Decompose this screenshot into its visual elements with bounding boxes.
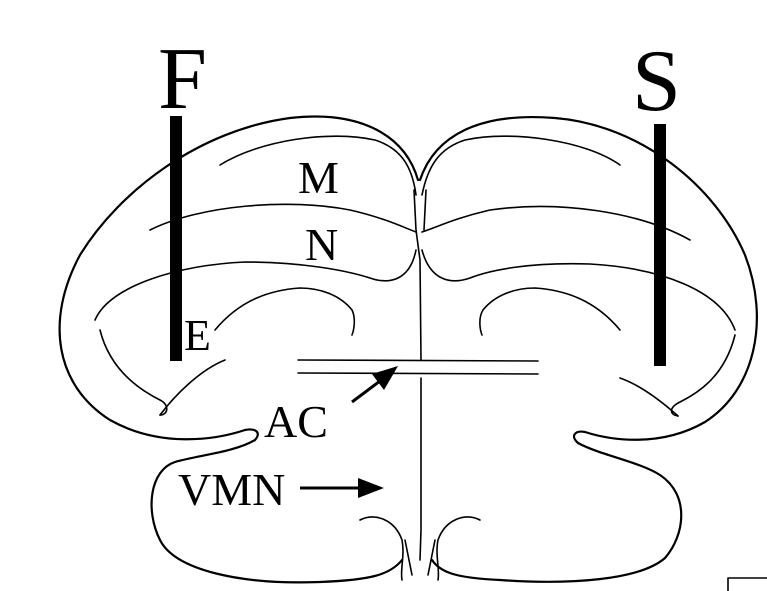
anterior-commissure: [297, 359, 539, 375]
right-inner-contour: [670, 334, 736, 417]
ac-arrow-head: [372, 366, 398, 390]
left-layer-e: [94, 249, 417, 321]
electrode-track-right: [654, 124, 666, 366]
commissure-line-lower: [297, 372, 539, 375]
midline-upper-2: [423, 189, 427, 231]
ventral-flare-left: [359, 516, 404, 581]
left-lower-arc: [159, 359, 226, 416]
midline: [359, 189, 481, 581]
arrows: [300, 366, 398, 498]
right-layer-n: [421, 205, 691, 241]
label-layer-e: E: [184, 311, 211, 360]
right-lower-arc: [619, 377, 679, 417]
label-layer-m: M: [298, 152, 339, 203]
right-layer-m: [421, 135, 621, 196]
left-striatal-arc: [214, 287, 356, 336]
laminae: [94, 135, 736, 417]
label-electrode-left: F: [158, 31, 207, 128]
commissure-line-upper: [297, 359, 539, 362]
label-electrode-right: S: [632, 33, 681, 130]
midline-lower: [419, 377, 422, 561]
electrode-track-left: [170, 116, 182, 361]
ventral-flare-right: [436, 516, 481, 581]
label-commissure: AC: [264, 396, 328, 447]
left-layer-m: [219, 135, 417, 196]
labels: F S M N E AC VMN: [158, 31, 681, 515]
left-layer-n: [149, 203, 417, 233]
label-layer-n: N: [305, 219, 338, 270]
brain-outline: [58, 115, 758, 584]
right-hemisphere-outline: [418, 116, 758, 583]
midline-upper: [413, 189, 422, 361]
right-striatal-arc: [479, 287, 621, 336]
vmn-arrow-head: [358, 478, 384, 498]
label-nucleus: VMN: [178, 464, 285, 515]
left-hemisphere-outline: [58, 115, 420, 584]
ventral-notch-left: [404, 539, 413, 576]
right-layer-e: [421, 249, 736, 331]
electrode-tracks: [170, 116, 666, 366]
ventral-notch-right: [427, 539, 436, 576]
corner-frame-fragment: [727, 577, 767, 591]
left-inner-contour: [99, 329, 168, 416]
